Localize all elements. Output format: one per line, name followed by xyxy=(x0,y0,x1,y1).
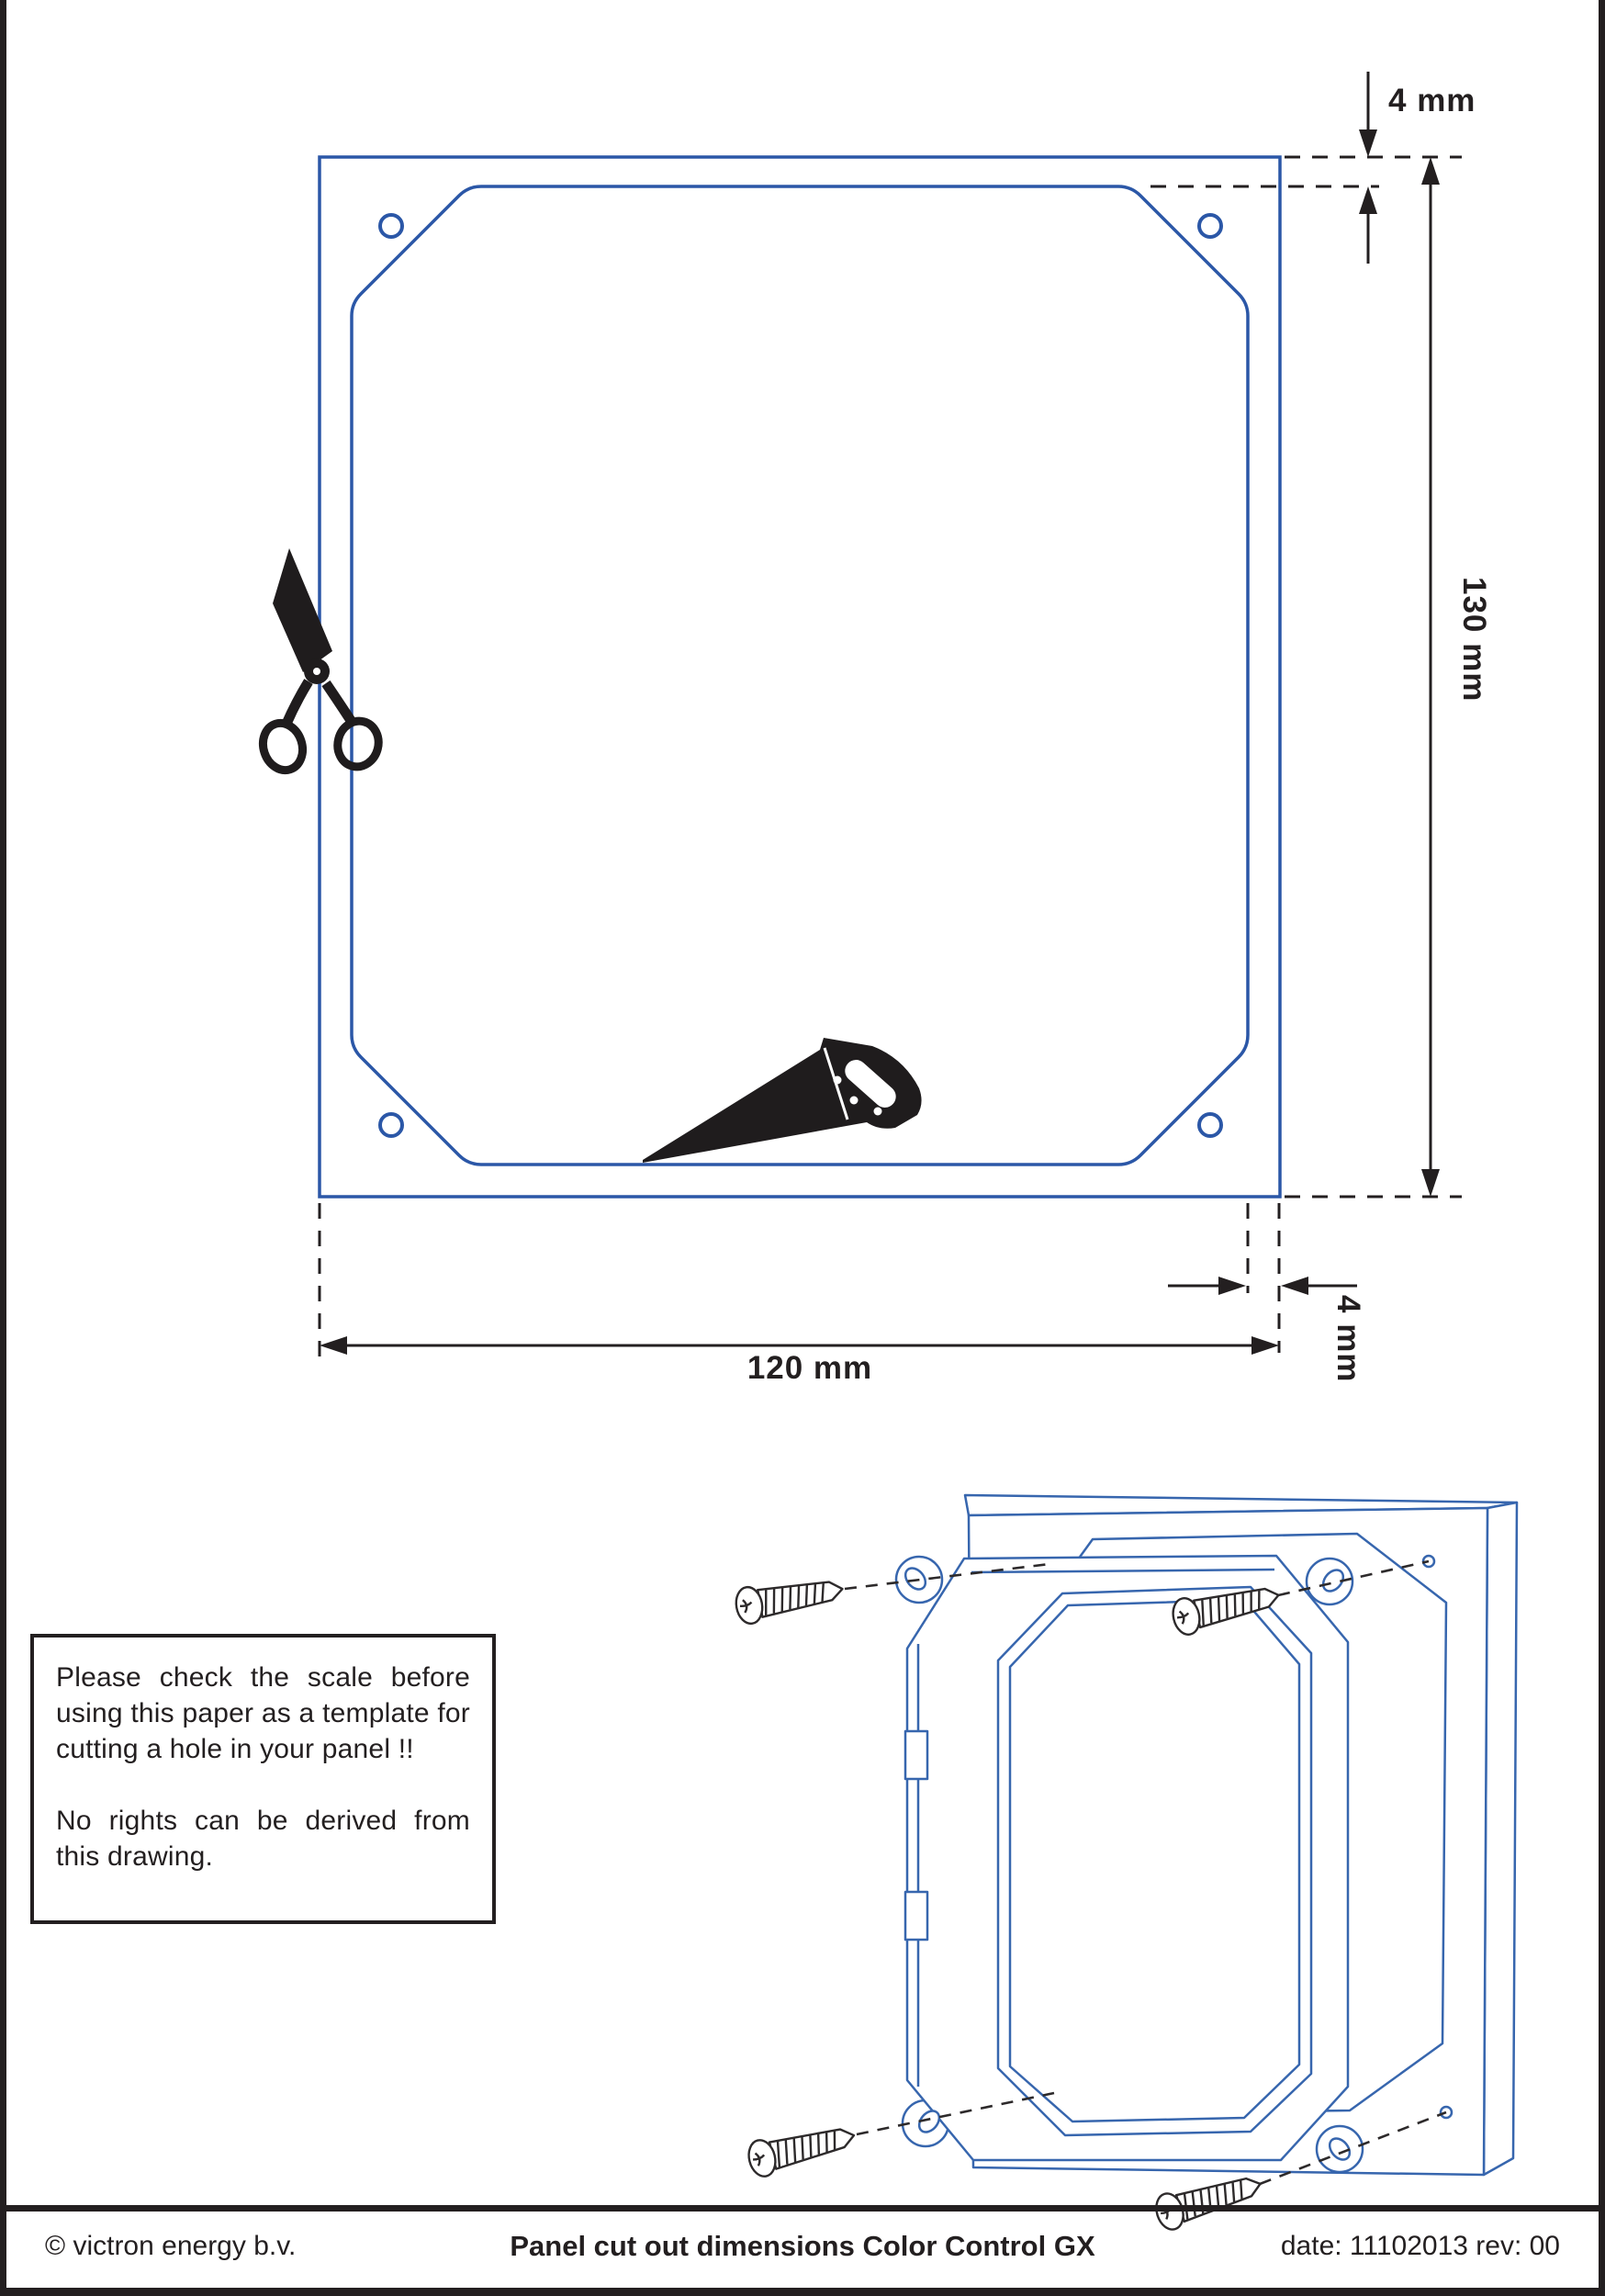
bezel-opening-inner xyxy=(1008,1598,1301,2123)
device-bezel xyxy=(894,1554,1364,2174)
template-screw-hole-top-left xyxy=(378,213,404,239)
template-outer-rectangle xyxy=(318,155,1282,1199)
template-cut-line xyxy=(350,185,1250,1166)
scale-warning-box: Please check the scale before using this… xyxy=(30,1634,496,1924)
screw-top-left xyxy=(732,1570,847,1627)
bezel-ear-hole-top-left xyxy=(904,1567,927,1591)
dimension-width-label: 120 mm xyxy=(746,1350,873,1386)
date-revision-text: date: 11102013 rev: 00 xyxy=(1280,2231,1560,2261)
bezel-ear-hole-top-right xyxy=(1321,1569,1345,1593)
panel-right-face xyxy=(1482,1501,1519,2177)
drawing-title: Panel cut out dimensions Color Control G… xyxy=(510,2230,1095,2262)
dimension-side-inset-label: 4 mm xyxy=(1330,1295,1366,1383)
saw-icon xyxy=(643,1038,922,1163)
dimension-arrowheads xyxy=(320,129,1440,1355)
template-screw-hole-bottom-left xyxy=(378,1112,404,1138)
mounting-illustration xyxy=(732,1493,1519,2234)
cutout-template xyxy=(318,155,1282,1199)
bezel-ear-hole-bottom-right xyxy=(1328,2137,1352,2161)
title-block: © victron energy b.v. Panel cut out dime… xyxy=(6,2205,1599,2281)
copyright-text: © victron energy b.v. xyxy=(45,2231,297,2261)
dimension-annotations xyxy=(318,72,1462,1357)
scissors-icon xyxy=(258,548,383,775)
screw-leader-lines xyxy=(844,1559,1447,2186)
template-screw-hole-bottom-right xyxy=(1197,1112,1223,1138)
screw-bottom-left xyxy=(744,2116,859,2180)
no-rights-text: No rights can be derived from this drawi… xyxy=(56,1806,470,1872)
template-screw-hole-top-right xyxy=(1197,213,1223,239)
scale-warning-text: Please check the scale before using this… xyxy=(56,1662,470,1764)
dimension-height-label: 130 mm xyxy=(1456,577,1492,703)
bezel-ear-hole-bottom-left xyxy=(917,2110,941,2133)
dimension-top-inset-label: 4 mm xyxy=(1388,83,1476,118)
